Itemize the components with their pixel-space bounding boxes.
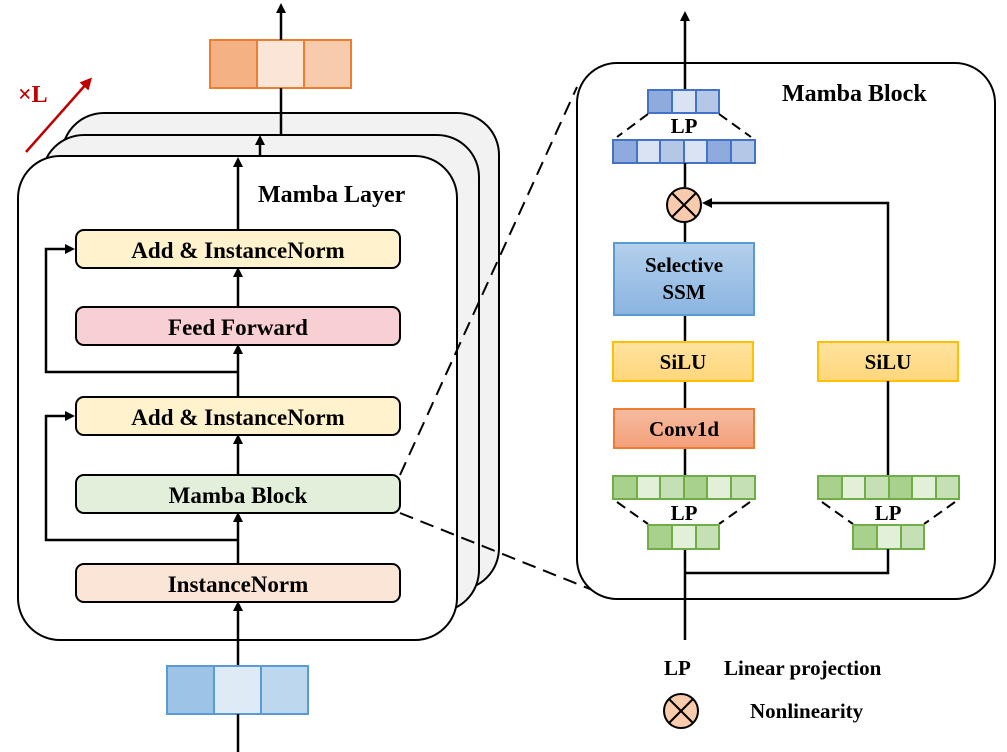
input-token <box>260 665 309 715</box>
lp-token <box>695 524 720 550</box>
add-norm-bottom-label: Add & InstanceNorm <box>131 405 344 430</box>
lp-token <box>636 139 661 164</box>
lp-token <box>683 475 708 500</box>
mamba-block-label: Mamba Block <box>169 483 308 508</box>
lp-top-large-tokens <box>612 139 756 164</box>
lp-token <box>841 475 866 500</box>
silu-right-label: SiLU <box>865 350 912 374</box>
lp-token <box>852 524 878 550</box>
feed-forward-label: Feed Forward <box>168 315 308 340</box>
legend-nonlinearity-desc: Nonlinearity <box>750 699 864 723</box>
output-token <box>209 39 258 89</box>
lp-left-label: LP <box>671 501 698 525</box>
mamba-layer-title: Mamba Layer <box>258 182 406 208</box>
mamba-block-detail-title: Mamba Block <box>782 81 927 107</box>
silu-left-label: SiLU <box>660 350 707 374</box>
conv1d-label: Conv1d <box>649 417 719 441</box>
lp-left-dash-left <box>616 501 649 525</box>
lp-token <box>706 139 732 164</box>
add-norm-top-label: Add & InstanceNorm <box>131 238 344 263</box>
lp-token <box>612 475 638 500</box>
lp-token <box>935 475 960 500</box>
silu-left-block[interactable] <box>612 341 754 382</box>
output-tokens <box>209 39 352 89</box>
lp-token <box>911 475 937 500</box>
zoom-connector-top <box>399 86 578 476</box>
lp-token <box>695 89 720 114</box>
nonlinearity-node <box>666 187 702 223</box>
lp-top-small-tokens <box>647 89 720 114</box>
lp-token <box>730 139 756 164</box>
lp-top-label: LP <box>671 114 698 138</box>
legend-lp-desc: Linear projection <box>724 656 882 680</box>
legend-nonlinearity-icon <box>663 693 699 729</box>
lp-token <box>612 139 638 164</box>
lp-token <box>876 524 902 550</box>
selective-ssm-label-line1: Selective <box>645 253 723 277</box>
repeat-arrow <box>25 77 92 153</box>
lp-token <box>864 475 890 500</box>
output-token <box>256 39 305 89</box>
legend-lp-abbr: LP <box>664 656 691 680</box>
lp-token <box>647 524 673 550</box>
lp-token <box>671 89 697 114</box>
lp-token <box>900 524 925 550</box>
lp-token <box>659 475 685 500</box>
lp-right-dash-left <box>821 501 854 525</box>
lp-left-dash-right <box>718 501 751 525</box>
lp-token <box>671 524 697 550</box>
lp-left-small-tokens <box>647 524 720 550</box>
input-token <box>213 665 262 715</box>
conv1d-block[interactable] <box>613 408 755 449</box>
selective-ssm-block[interactable] <box>613 242 755 316</box>
instance-norm-label: InstanceNorm <box>168 572 309 597</box>
nonlinearity-x-icon <box>671 192 697 218</box>
lp-right-large-tokens <box>817 475 960 500</box>
lp-right-small-tokens <box>852 524 925 550</box>
output-token <box>303 39 352 89</box>
input-tokens <box>166 665 309 715</box>
silu-right-block[interactable] <box>817 341 959 382</box>
lp-left-large-tokens <box>612 475 756 500</box>
split-connection <box>685 549 890 575</box>
zoom-connector-bottom <box>399 512 601 594</box>
repeat-label: ×L <box>18 82 48 108</box>
lp-token <box>706 475 732 500</box>
lp-top-dash-left <box>616 113 649 138</box>
lp-right-dash-right <box>923 501 956 525</box>
gate-branch-line <box>702 198 890 342</box>
lp-token <box>683 139 708 164</box>
lp-token <box>730 475 756 500</box>
lp-token <box>817 475 843 500</box>
input-token <box>166 665 215 715</box>
residual-top <box>44 244 238 374</box>
lp-token <box>647 89 673 114</box>
lp-token <box>636 475 661 500</box>
lp-top-dash-right <box>718 113 752 138</box>
lp-right-label: LP <box>875 501 902 525</box>
lp-token <box>888 475 913 500</box>
residual-bottom <box>44 411 238 542</box>
selective-ssm-label-line2: SSM <box>662 280 705 304</box>
lp-token <box>659 139 685 164</box>
